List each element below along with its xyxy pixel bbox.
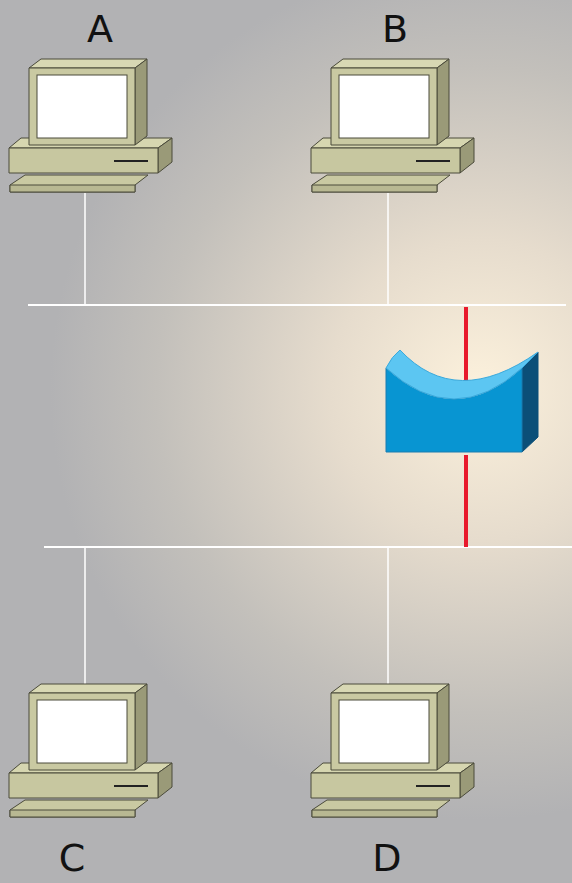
bridge-symbol — [386, 350, 538, 452]
keyboard — [10, 175, 148, 192]
bridge-top — [386, 350, 538, 399]
drive-slot — [416, 160, 450, 162]
base-front — [9, 773, 158, 798]
computer-node: B — [310, 3, 485, 198]
keyboard-front — [10, 810, 135, 817]
monitor-top — [29, 59, 147, 68]
keyboard-front — [312, 185, 437, 192]
base-side — [460, 138, 474, 173]
base-side — [460, 763, 474, 798]
monitor-top — [331, 684, 449, 693]
computer-label: A — [60, 7, 140, 52]
keyboard-front — [10, 185, 135, 192]
monitor-front — [331, 68, 437, 145]
monitor-side — [437, 59, 449, 145]
lan-segment — [44, 546, 572, 548]
computer-label: B — [355, 7, 435, 52]
monitor-screen — [339, 75, 429, 138]
base-front — [311, 148, 460, 173]
computer-icon — [8, 683, 174, 819]
bridge-link — [464, 307, 468, 388]
bridge-link — [464, 455, 468, 547]
monitor-screen — [37, 75, 127, 138]
drop-cable — [84, 193, 86, 305]
monitor-screen — [37, 700, 127, 763]
drop-cable — [387, 547, 389, 685]
computer-node: C — [8, 683, 183, 883]
lan-segment — [28, 304, 566, 306]
monitor-front — [29, 68, 135, 145]
monitor-side — [135, 684, 147, 770]
keyboard-front — [312, 810, 437, 817]
computer-icon — [8, 58, 174, 194]
base-front — [311, 773, 460, 798]
drive-slot — [416, 785, 450, 787]
drop-cable — [387, 193, 389, 305]
computer-icon — [310, 58, 476, 194]
base-front — [9, 148, 158, 173]
monitor-top — [29, 684, 147, 693]
computer-icon — [310, 683, 476, 819]
keyboard — [312, 175, 450, 192]
monitor-side — [135, 59, 147, 145]
monitor-front — [29, 693, 135, 770]
monitor-top — [331, 59, 449, 68]
computer-node: D — [310, 683, 485, 883]
monitor-front — [331, 693, 437, 770]
base-side — [158, 138, 172, 173]
drive-slot — [114, 785, 148, 787]
monitor-side — [437, 684, 449, 770]
computer-node: A — [8, 3, 183, 198]
keyboard — [312, 800, 450, 817]
computer-label: D — [347, 836, 427, 881]
drop-cable — [84, 547, 86, 685]
computer-label: C — [32, 836, 112, 881]
base-side — [158, 763, 172, 798]
monitor-screen — [339, 700, 429, 763]
keyboard — [10, 800, 148, 817]
bridge-side — [522, 352, 538, 452]
drive-slot — [114, 160, 148, 162]
